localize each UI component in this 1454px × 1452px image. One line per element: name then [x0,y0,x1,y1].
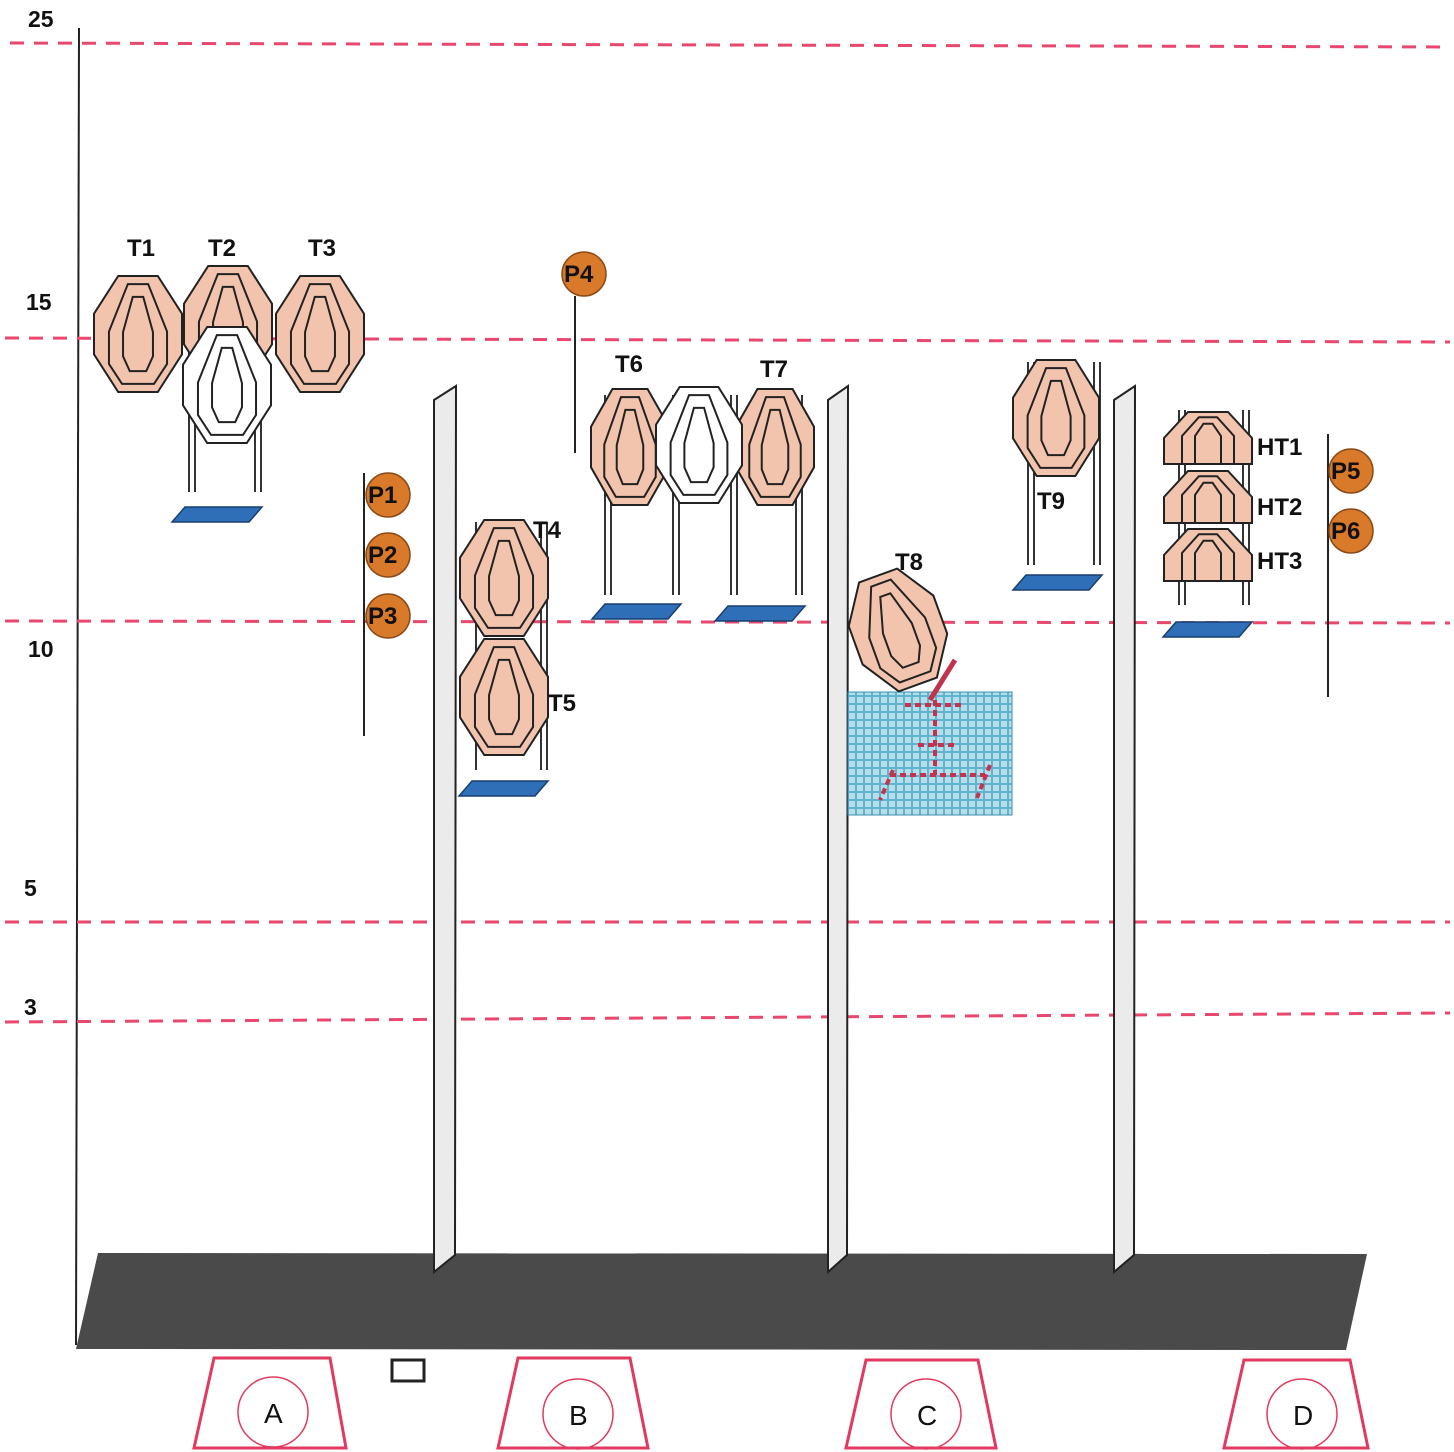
position-label-p3: P3 [368,603,397,630]
box-label-a: A [264,1398,283,1429]
distance-label: 10 [28,636,54,662]
target-label-ht1: HT1 [1257,434,1302,461]
position-lines [363,296,1329,736]
position-label-p4: P4 [564,261,594,288]
target-ht1 [1163,411,1253,465]
target-label-t6: T6 [615,351,643,378]
position-marker [365,472,411,518]
stage-floor [76,1253,1367,1350]
stand-base [457,780,550,797]
position-label-p5: P5 [1331,458,1360,485]
barricade-walls [433,384,1137,1275]
position-markers [365,251,1374,639]
target-label-t3: T3 [308,235,336,262]
target-t3 [275,275,365,393]
distance-axis [75,27,80,1346]
target-t7 [735,388,815,506]
target-label-ht3: HT3 [1257,548,1302,575]
target-label-t8: T8 [895,549,923,576]
box-label-c: C [917,1400,937,1431]
stand-base [1011,574,1104,591]
wall-3 [1113,384,1137,1275]
position-marker [365,593,411,639]
mover-mechanism [878,700,992,801]
distance-label: 3 [24,994,37,1020]
position-label-p1: P1 [368,482,397,509]
target-t4 [459,519,549,637]
distance-label: 5 [24,875,37,901]
wall-2 [827,384,850,1275]
position-marker [1328,508,1374,554]
no-shoot-target [655,386,743,504]
mover-arm [927,658,958,702]
target-t1 [93,275,183,393]
target-t5 [459,638,549,756]
target-label-t1: T1 [127,235,155,262]
targets [93,265,1253,756]
distance-label: 15 [26,289,52,315]
position-marker [1328,448,1374,494]
shooting-box-b [496,1356,650,1450]
distance-line-3 [4,1011,1451,1024]
target-label-ht2: HT2 [1257,494,1302,521]
shooting-boxes [192,1356,1370,1450]
shooting-box-a [192,1356,348,1450]
target-t6 [590,388,670,506]
target-label-t4: T4 [533,517,562,544]
stand-base [590,603,683,620]
target-t8 [847,567,949,693]
stand-base [713,605,807,622]
wall-1 [433,384,458,1275]
distance-lines [4,41,1451,1024]
target-ht3 [1163,528,1253,582]
box-label-b: B [569,1400,588,1431]
start-marker [390,1358,426,1383]
box-label-d: D [1293,1400,1313,1431]
target-label-t2: T2 [208,235,236,262]
distance-line-25 [9,41,1451,49]
target-label-t9: T9 [1037,488,1065,515]
stand-base [170,506,264,523]
target-label-t7: T7 [760,356,788,383]
shooting-box-c [844,1358,998,1450]
target-t9 [1012,359,1100,477]
no-shoot-target [182,326,272,444]
position-label-p2: P2 [368,542,397,569]
stand-base [1161,621,1254,638]
target-ht2 [1163,470,1253,524]
target-label-t5: T5 [548,690,576,717]
position-marker [561,251,607,297]
distance-label: 25 [28,6,54,32]
position-label-p6: P6 [1331,518,1360,545]
mover-base [847,691,1013,816]
shooting-box-d [1222,1358,1370,1450]
position-marker [365,532,411,578]
